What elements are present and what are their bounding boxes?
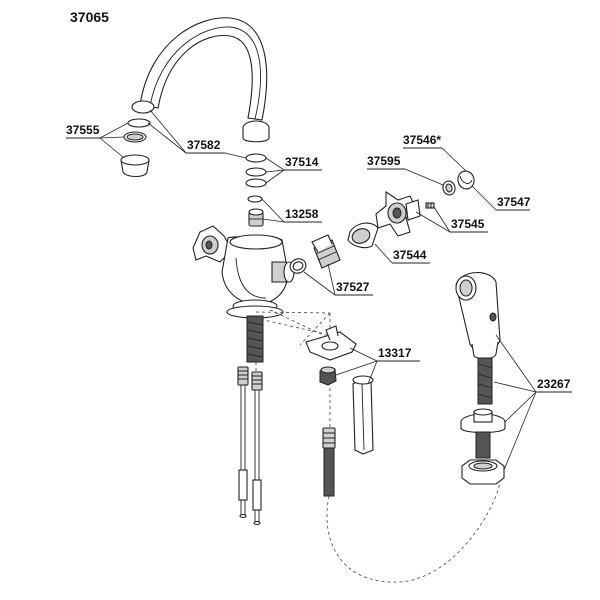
callout-37547: 37547: [497, 195, 531, 209]
mixer-body: [192, 225, 295, 319]
leader-lines: [66, 109, 572, 471]
callout-37555: 37555: [66, 123, 100, 137]
callout-37527: 37527: [336, 280, 370, 294]
fitting-13258: [248, 208, 264, 227]
cross-handle-37545: [375, 190, 421, 237]
callout-37582: 37582: [187, 138, 221, 152]
spout: [131, 17, 270, 143]
dashed-assembly-guides: [254, 309, 356, 427]
callout-13258: 13258: [285, 207, 319, 221]
callout-37546: 37546*: [403, 133, 441, 147]
handle-cap-37544: [347, 222, 379, 249]
small-screw-37545: [425, 202, 435, 209]
callout-37595: 37595: [367, 154, 401, 168]
spray-hose-connector: [322, 427, 336, 497]
mounting-sleeve-13317: [352, 375, 374, 455]
supply-hoses: [237, 366, 263, 526]
o-ring-37527: [289, 258, 307, 274]
holder-nut-23267: [461, 459, 505, 485]
callout-37544: 37544: [393, 248, 427, 262]
callout-labels: 37555 37582 37514 13258 37546* 37595 375…: [66, 123, 571, 391]
callout-37545: 37545: [451, 217, 485, 231]
spout-o-rings: [245, 153, 267, 203]
spray-hose-path: [326, 481, 501, 583]
washer-37595: [442, 180, 456, 196]
diagram-title: 37065: [70, 9, 109, 25]
mounting-plate-13317: [305, 325, 357, 361]
callout-13317: 13317: [378, 346, 412, 360]
callout-23267: 23267: [537, 377, 571, 391]
index-button-37547: [457, 170, 475, 190]
callout-37514: 37514: [285, 155, 319, 169]
spray-holder-23267: [460, 408, 506, 459]
aerator-parts: [120, 118, 151, 178]
body-threaded-shank: [246, 315, 264, 363]
hand-spray-23267: [455, 272, 501, 405]
cartridge-37527: [311, 234, 341, 269]
hex-nut-13317: [319, 366, 337, 386]
